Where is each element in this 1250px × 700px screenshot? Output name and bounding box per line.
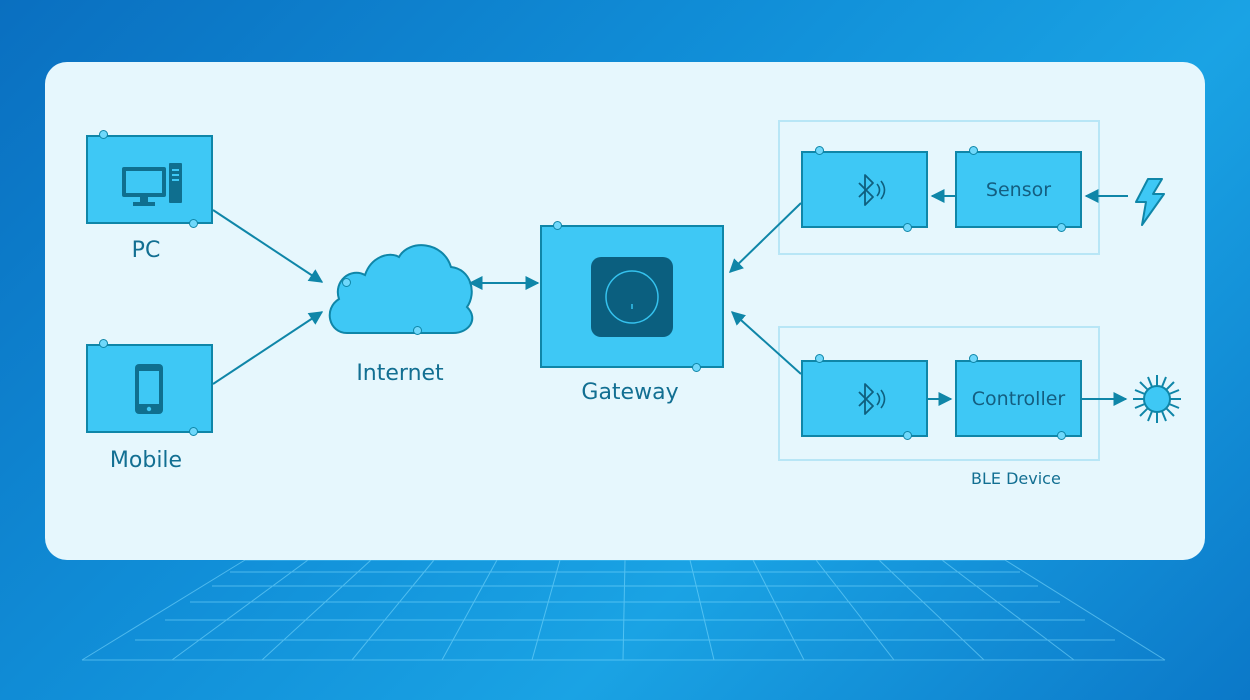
mobile-node[interactable] <box>86 344 213 433</box>
gateway-label: Gateway <box>581 380 679 405</box>
smartphone-icon <box>135 364 163 414</box>
connector-dot[interactable] <box>969 354 978 363</box>
mobile-label: Mobile <box>109 448 183 473</box>
internet-label: Internet <box>356 361 444 386</box>
connector-dot[interactable] <box>815 354 824 363</box>
ble-device-label: BLE Device <box>971 469 1061 488</box>
connector-dot[interactable] <box>969 146 978 155</box>
connector-dot[interactable] <box>189 219 198 228</box>
gateway-device-icon <box>591 257 673 337</box>
connector-dot[interactable] <box>903 223 912 232</box>
connector-dot[interactable] <box>815 146 824 155</box>
cloud-icon[interactable] <box>325 235 475 340</box>
controller-label: Controller <box>971 387 1066 410</box>
gateway-node[interactable] <box>540 225 724 368</box>
bluetooth-icon <box>858 174 886 206</box>
desktop-computer-icon <box>122 163 182 206</box>
sensor-node[interactable]: Sensor <box>955 151 1082 228</box>
ble-group-bottom <box>778 326 1100 461</box>
pc-label: PC <box>131 238 161 263</box>
connector-dot[interactable] <box>1057 431 1066 440</box>
connector-dot[interactable] <box>189 427 198 436</box>
connector-dot[interactable] <box>99 339 108 348</box>
connector-dot[interactable] <box>99 130 108 139</box>
connector-dot[interactable] <box>342 278 351 287</box>
pc-node[interactable] <box>86 135 213 224</box>
connector-dot[interactable] <box>692 363 701 372</box>
controller-node[interactable]: Controller <box>955 360 1082 437</box>
ble-group-top <box>778 120 1100 255</box>
ble-node-bottom[interactable] <box>801 360 928 437</box>
ble-node-top[interactable] <box>801 151 928 228</box>
connector-dot[interactable] <box>553 221 562 230</box>
connector-dot[interactable] <box>1057 223 1066 232</box>
bluetooth-icon <box>858 383 886 415</box>
connector-dot[interactable] <box>413 326 422 335</box>
connector-dot[interactable] <box>903 431 912 440</box>
sensor-label: Sensor <box>985 178 1052 201</box>
